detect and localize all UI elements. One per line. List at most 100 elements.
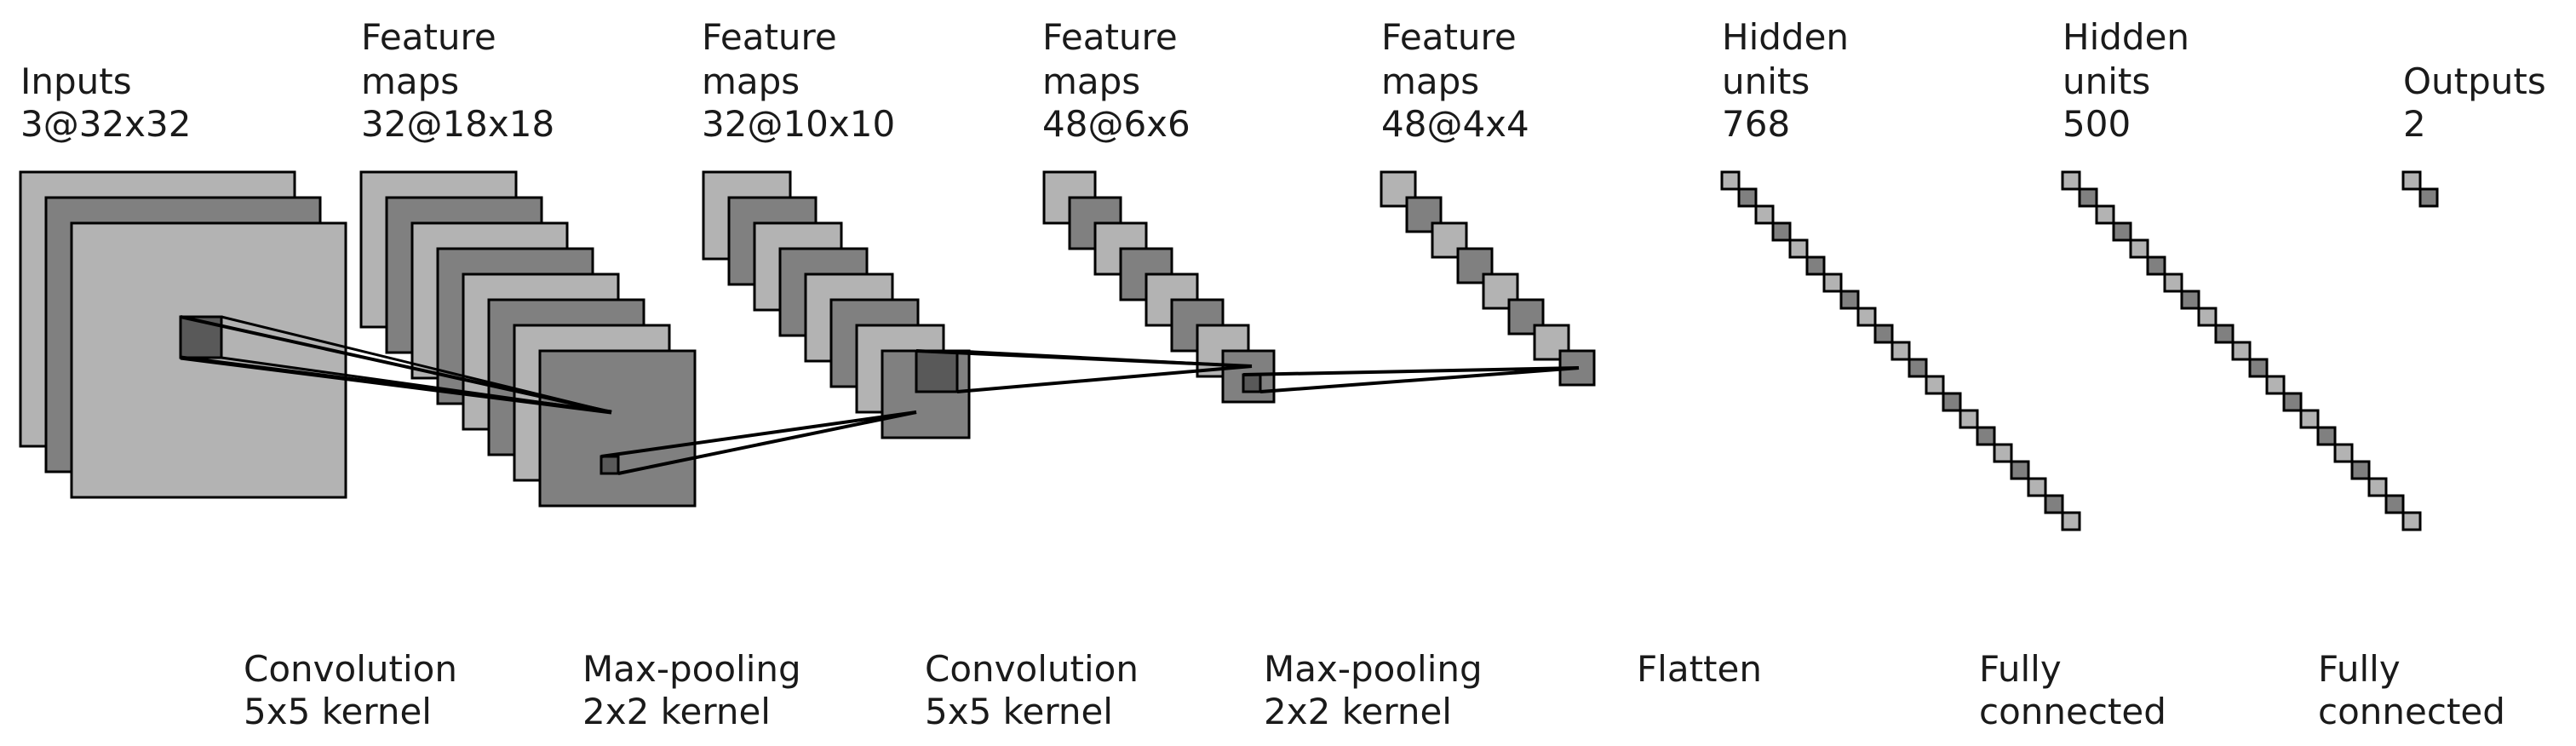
- hidden-unit: [1925, 375, 1945, 395]
- pool2-maps-stack: [1380, 170, 1596, 387]
- hidden-unit: [2282, 392, 2303, 412]
- hidden-unit: [2078, 187, 2098, 208]
- operation-labels: Convolution 5x5 kernel Max-pooling 2x2 k…: [244, 648, 2505, 732]
- hidden-units-500-chain: [2061, 170, 2422, 531]
- layer-4-shape: 48@4x4: [1381, 103, 1529, 145]
- hidden-unit: [2214, 324, 2235, 344]
- layer-0-name: Inputs: [20, 60, 132, 102]
- hidden-unit: [2401, 511, 2422, 531]
- hidden-unit: [2146, 255, 2166, 276]
- layer-0-shape: 3@32x32: [20, 103, 191, 145]
- layer-7-name: Outputs: [2403, 60, 2546, 102]
- layer-3-name-line2: maps: [1042, 60, 1140, 102]
- conv2-maps-stack: [1042, 170, 1276, 404]
- output-unit: [2418, 187, 2439, 208]
- layer-2-shape: 32@10x10: [702, 103, 895, 145]
- layer-3-shape: 48@6x6: [1042, 103, 1190, 145]
- op-2-line2: 5x5 kernel: [925, 691, 1113, 732]
- layer-4-name-line1: Feature: [1381, 16, 1517, 58]
- projection-line: [221, 315, 612, 414]
- op-1-line2: 2x2 kernel: [582, 691, 771, 732]
- layer-7-shape: 2: [2403, 103, 2426, 145]
- hidden-unit: [1856, 307, 1877, 327]
- pool1-maps-stack: [702, 170, 971, 439]
- hidden-unit: [1737, 187, 1758, 208]
- hidden-unit: [2061, 511, 2081, 531]
- hidden-unit: [1976, 426, 1996, 446]
- layer-5-name-line1: Hidden: [1722, 16, 1849, 58]
- hidden-unit: [1839, 290, 1860, 310]
- layer-2-name-line1: Feature: [702, 16, 837, 58]
- hidden-unit: [2231, 341, 2252, 361]
- hidden-unit: [1788, 238, 1809, 259]
- hidden-unit: [2180, 290, 2200, 310]
- hidden-unit: [2095, 204, 2115, 225]
- hidden-unit: [1822, 273, 1843, 293]
- hidden-units-768-chain: [1720, 170, 2081, 531]
- hidden-unit: [1959, 409, 1979, 429]
- hidden-unit: [1771, 221, 1792, 242]
- op-0-line1: Convolution: [244, 648, 457, 690]
- op-0-line2: 5x5 kernel: [244, 691, 432, 732]
- hidden-unit: [2163, 273, 2183, 293]
- output-units: [2401, 170, 2439, 208]
- output-unit: [2401, 170, 2422, 191]
- layer-6-name-line2: units: [2063, 60, 2150, 102]
- layer-5-shape: 768: [1722, 103, 1790, 145]
- feature-map: [1380, 170, 1417, 208]
- op-5-line2: connected: [1979, 691, 2166, 732]
- hidden-unit: [2129, 238, 2149, 259]
- hidden-unit: [2061, 170, 2081, 191]
- hidden-unit: [2027, 477, 2047, 497]
- kernel-patch: [600, 455, 620, 475]
- feature-map: [1533, 324, 1570, 361]
- hidden-unit: [2112, 221, 2132, 242]
- kernel-projections: [179, 315, 1580, 475]
- layer-2-name-line2: maps: [702, 60, 800, 102]
- projection-line: [1242, 366, 1580, 376]
- hidden-unit: [1720, 170, 1741, 191]
- hidden-unit: [2384, 494, 2405, 514]
- projection-line: [956, 364, 1253, 393]
- hidden-unit: [2248, 358, 2269, 378]
- projection-line: [1259, 366, 1580, 393]
- hidden-unit: [1890, 341, 1911, 361]
- hidden-unit: [1942, 392, 1962, 412]
- hidden-unit: [2350, 460, 2371, 480]
- kernel-patch: [1242, 373, 1262, 393]
- layer-labels: Inputs 3@32x32 Feature maps 32@18x18 Fea…: [20, 16, 2546, 145]
- hidden-unit: [1805, 255, 1826, 276]
- layer-6-shape: 500: [2063, 103, 2131, 145]
- hidden-unit: [1754, 204, 1775, 225]
- layer-1-name-line2: maps: [361, 60, 459, 102]
- kernel-patch: [915, 349, 959, 393]
- op-6-line1: Fully: [2318, 648, 2401, 690]
- hidden-unit: [2299, 409, 2320, 429]
- op-6-line2: connected: [2318, 691, 2505, 732]
- layer-1-shape: 32@18x18: [361, 103, 554, 145]
- conv1-maps-stack: [359, 170, 697, 508]
- projection-line: [180, 315, 612, 414]
- op-3-line2: 2x2 kernel: [1264, 691, 1452, 732]
- layer-1-name-line1: Feature: [361, 16, 496, 58]
- op-2-line1: Convolution: [925, 648, 1139, 690]
- op-5-line1: Fully: [1979, 648, 2062, 690]
- feature-map: [538, 349, 697, 508]
- layer-3-name-line1: Feature: [1042, 16, 1178, 58]
- feature-map: [1221, 349, 1276, 404]
- op-1-line1: Max-pooling: [582, 648, 801, 690]
- hidden-unit: [1993, 443, 2013, 463]
- hidden-unit: [1873, 324, 1894, 344]
- hidden-unit: [2265, 375, 2286, 395]
- hidden-unit: [1908, 358, 1928, 378]
- op-4-line1: Flatten: [1637, 648, 1762, 690]
- op-3-line1: Max-pooling: [1264, 648, 1483, 690]
- hidden-unit: [2316, 426, 2337, 446]
- hidden-unit: [2010, 460, 2030, 480]
- layer-4-name-line2: maps: [1381, 60, 1479, 102]
- hidden-unit: [2367, 477, 2388, 497]
- layer-5-name-line2: units: [1722, 60, 1810, 102]
- hidden-unit: [2044, 494, 2064, 514]
- layer-6-name-line1: Hidden: [2063, 16, 2189, 58]
